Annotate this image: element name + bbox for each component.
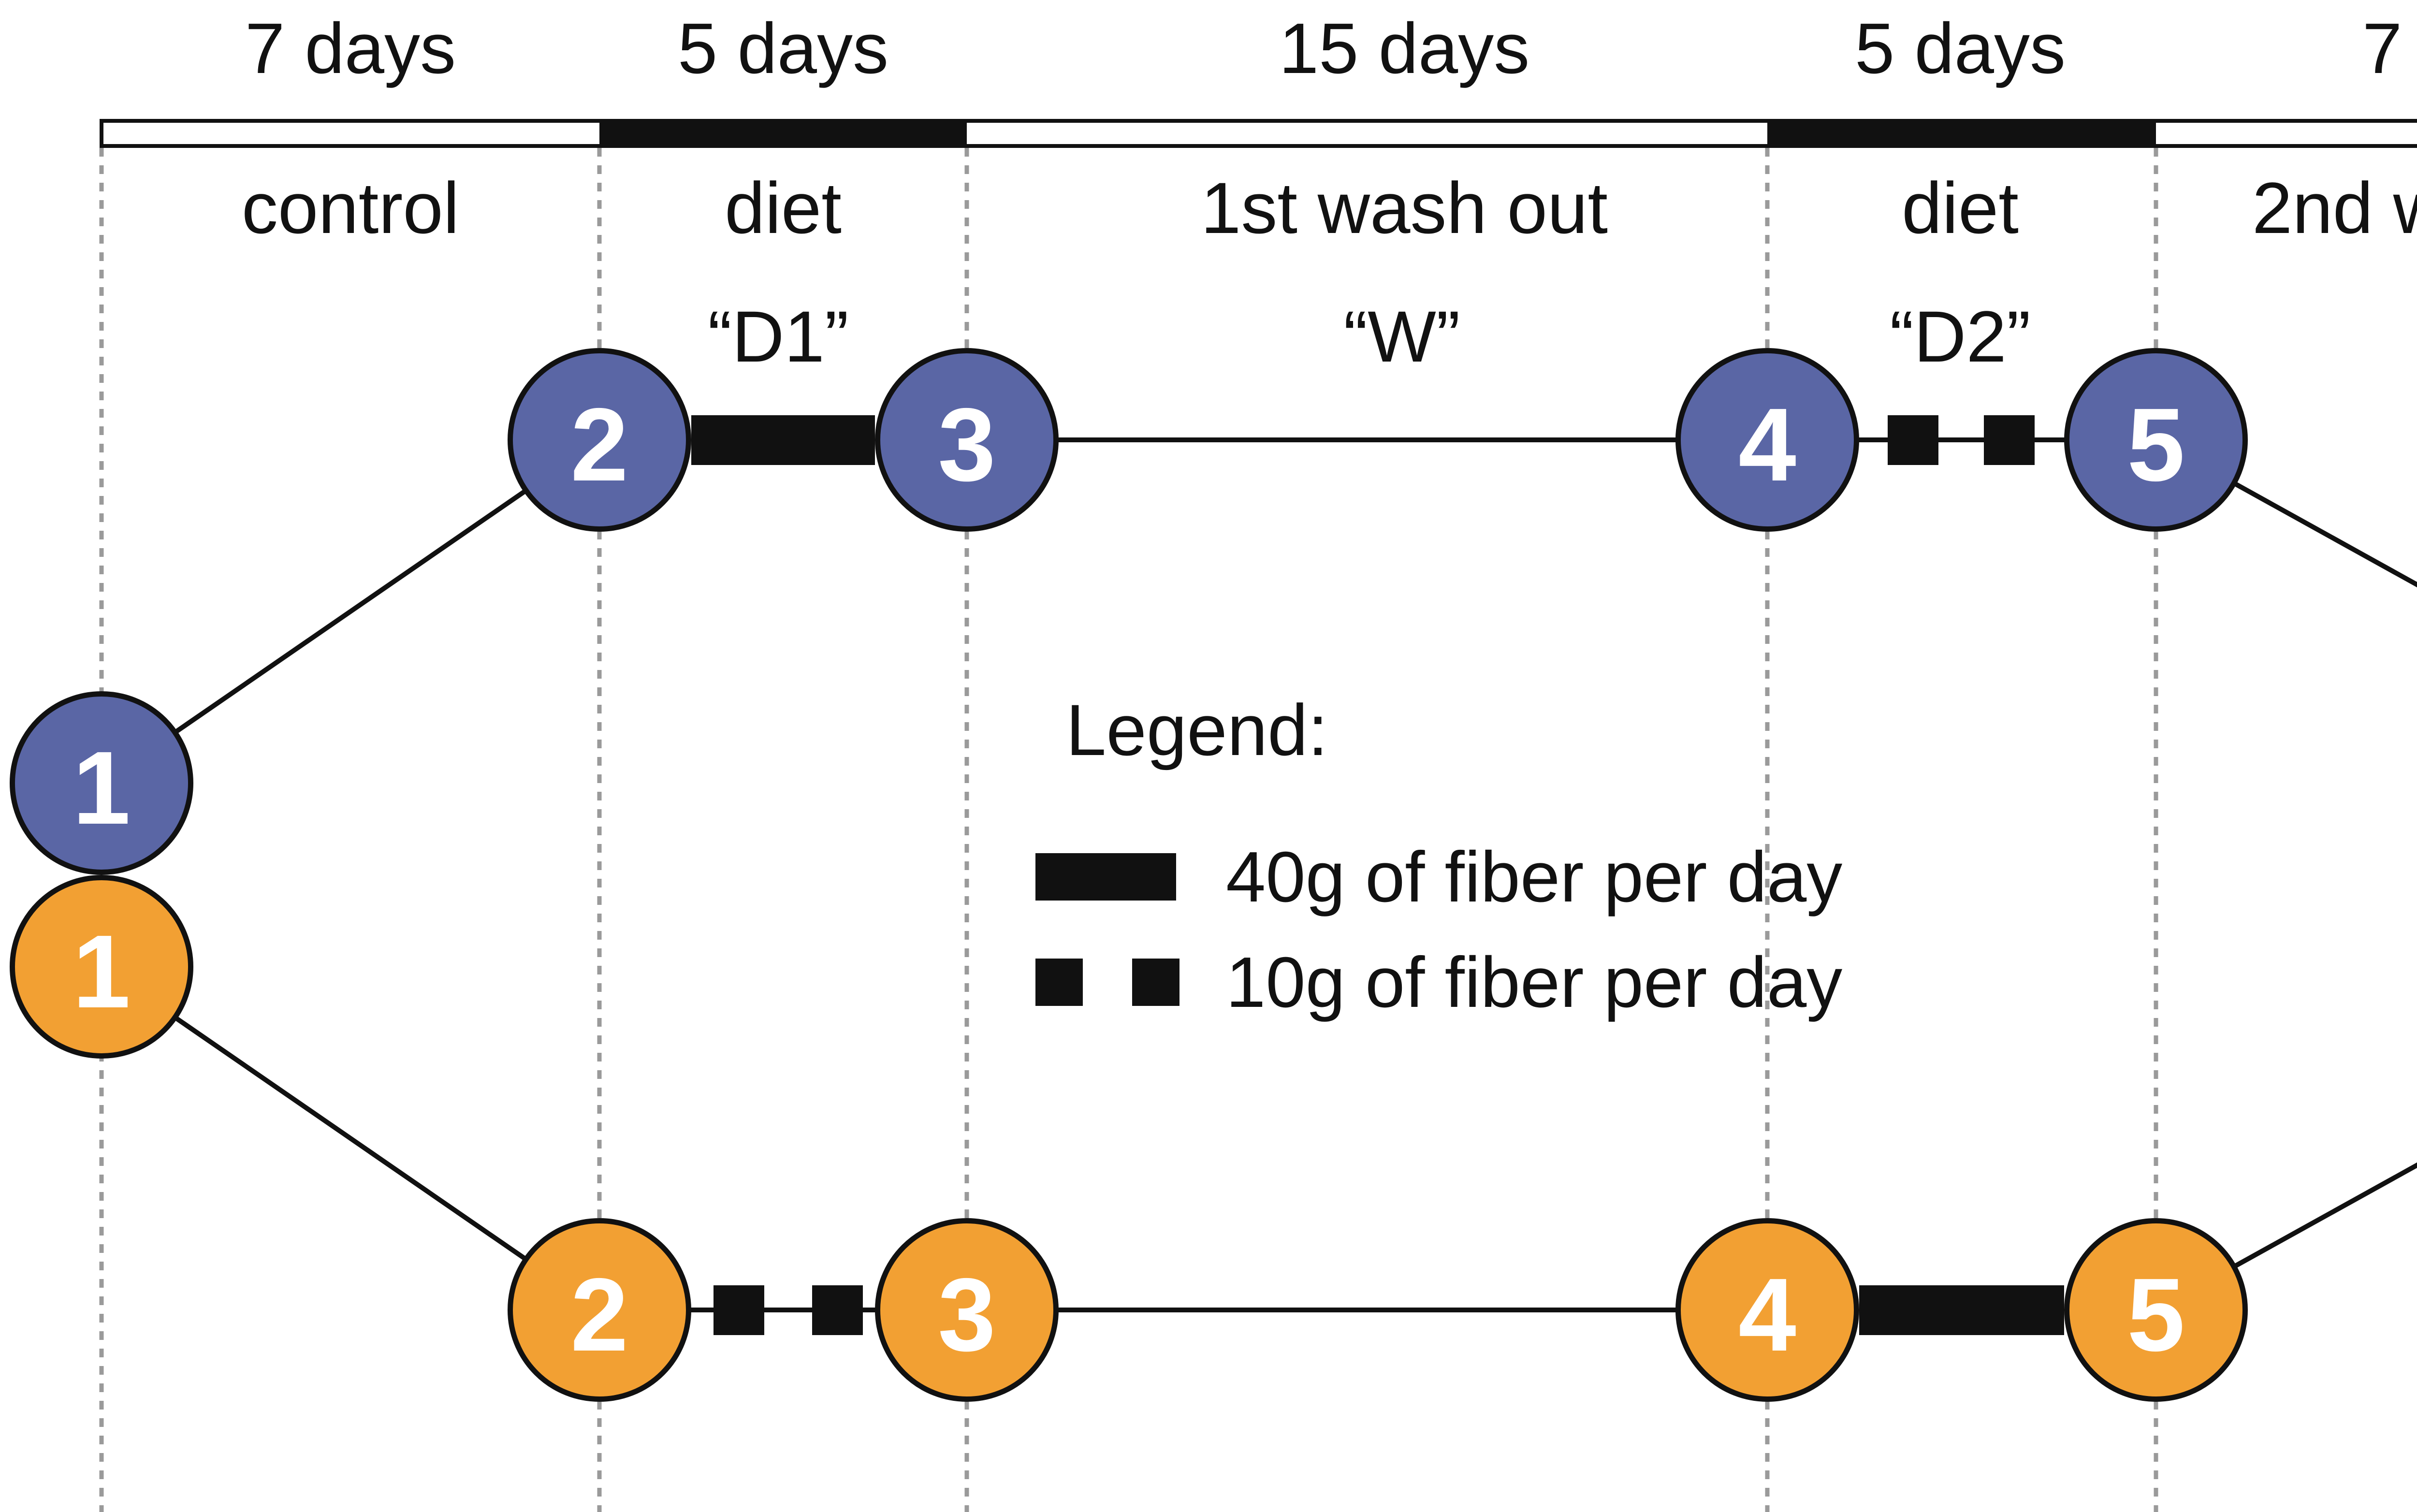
duration-label-diet2: 5 days xyxy=(1854,9,2066,88)
node-top-1: 1 xyxy=(10,691,193,875)
legend-label-40g: 40g of fiber per day xyxy=(1226,837,1843,917)
fiber-40g-bar-top-2-3 xyxy=(691,415,875,465)
connector-bottom-5-6 xyxy=(2155,1162,2417,1312)
legend-swatch-10g-square-a xyxy=(1035,959,1083,1006)
node-top-3: 3 xyxy=(875,348,1059,532)
duration-label-washout1: 15 days xyxy=(1279,9,1530,88)
phase-label-diet1: diet xyxy=(725,167,842,248)
fiber-40g-bar-bottom-4-5 xyxy=(1859,1285,2064,1335)
code-label-d2: “D2” xyxy=(1890,296,2031,377)
node-top-4: 4 xyxy=(1675,348,1859,532)
node-bottom-1: 1 xyxy=(10,875,193,1059)
connector-top-1-2 xyxy=(100,437,601,785)
connector-top-5-6 xyxy=(2155,437,2417,588)
duration-label-control: 7 days xyxy=(245,9,456,88)
legend-swatch-10g-square-b xyxy=(1132,959,1179,1006)
duration-label-diet1: 5 days xyxy=(677,9,889,88)
node-bottom-5: 5 xyxy=(2064,1218,2248,1402)
duration-label-washout2: 7 days xyxy=(2362,9,2417,88)
legend-label-10g: 10g of fiber per day xyxy=(1226,943,1843,1022)
timeline-bar-diet1-segment xyxy=(599,119,967,148)
fiber-10g-square-bottom-b xyxy=(812,1285,863,1335)
phase-label-control: control xyxy=(241,167,460,248)
node-top-5: 5 xyxy=(2064,348,2248,532)
legend-title: Legend: xyxy=(1066,689,1328,771)
code-label-w: “W” xyxy=(1343,296,1460,377)
code-label-d1: “D1” xyxy=(708,296,849,377)
node-bottom-3: 3 xyxy=(875,1218,1059,1402)
fiber-10g-square-top-b xyxy=(1984,415,2035,465)
node-bottom-4: 4 xyxy=(1675,1218,1859,1402)
connector-bottom-1-2 xyxy=(100,964,601,1312)
fiber-10g-square-bottom-a xyxy=(713,1285,764,1335)
phase-label-washout2: 2nd wash out xyxy=(2252,167,2417,248)
timeline-bar-diet2-segment xyxy=(1767,119,2156,148)
legend-swatch-40g-bar xyxy=(1035,853,1176,901)
node-bottom-2: 2 xyxy=(508,1218,691,1402)
node-top-2: 2 xyxy=(508,348,691,532)
fiber-10g-square-top-a xyxy=(1888,415,1938,465)
phase-label-washout1: 1st wash out xyxy=(1200,167,1608,248)
phase-label-diet2: diet xyxy=(1902,167,2019,248)
